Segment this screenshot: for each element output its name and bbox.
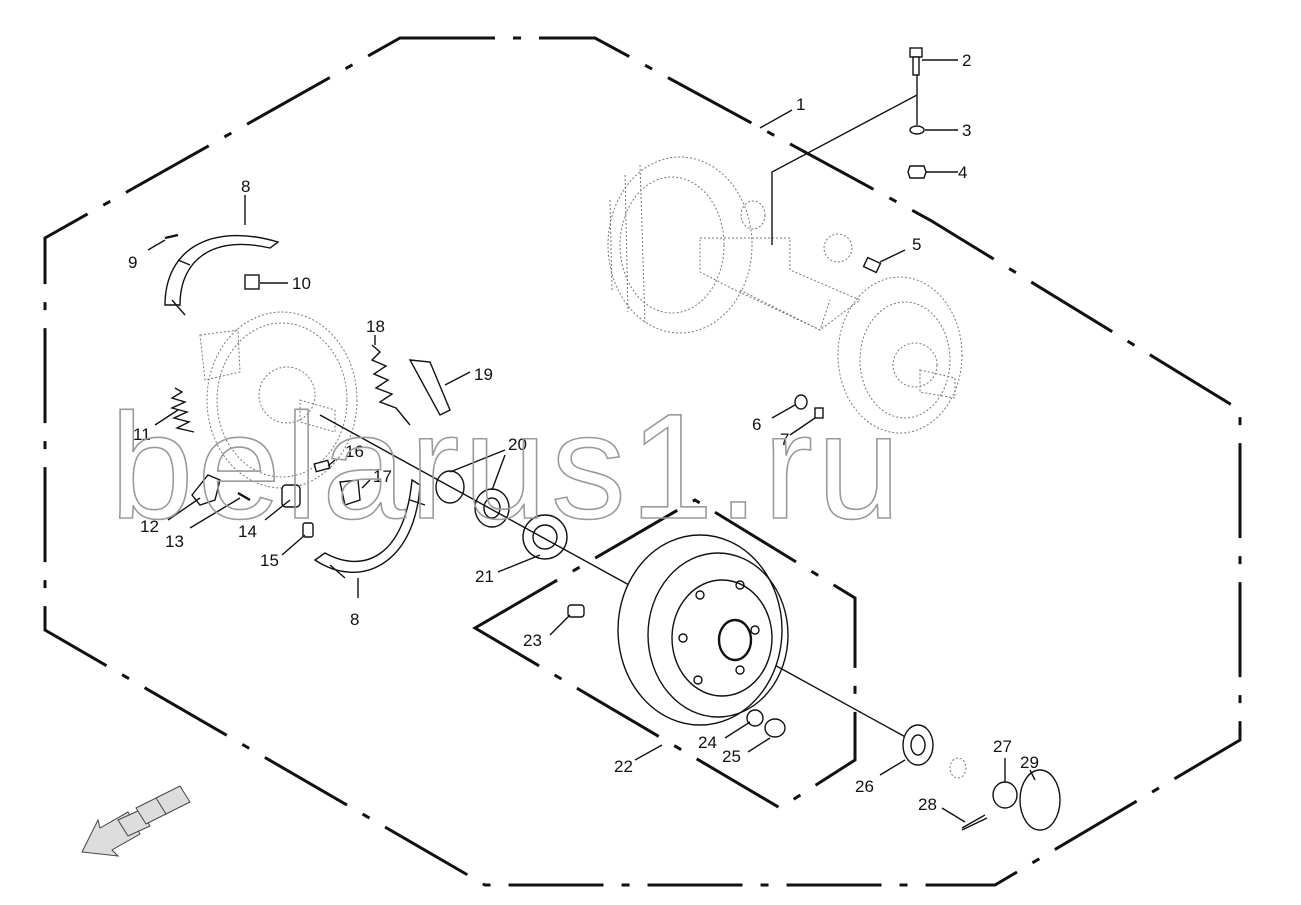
callout-16: 16: [345, 442, 364, 461]
callout-4: 4: [958, 163, 967, 182]
callout-29: 29: [1020, 753, 1039, 772]
callout-18: 18: [366, 317, 385, 336]
cotter-pin-part-28: [961, 814, 988, 831]
axle-assembly: [607, 156, 963, 434]
callout-25: 25: [722, 747, 741, 766]
nut-part-27: [992, 781, 1018, 809]
callout-21: 21: [475, 567, 494, 586]
watermark: belarus1.ru: [110, 382, 904, 550]
hub-cap-part-29: [1019, 769, 1061, 831]
callout-1: 1: [796, 95, 805, 114]
leader-lines: [147, 59, 1036, 823]
callout-15: 15: [260, 551, 279, 570]
washer-part-3: [909, 125, 925, 135]
callout-26: 26: [855, 777, 874, 796]
spring-part-18: [370, 344, 411, 426]
nut-part-4: [907, 165, 927, 179]
callout-11: 11: [133, 425, 151, 444]
callout-9: 9: [128, 253, 137, 272]
callout-23: 23: [523, 631, 542, 650]
lever-part-12: [191, 474, 221, 506]
callout-7: 7: [780, 430, 789, 449]
callout-numbers: 1 2 3 4 5 6 7 8 8 9 10 11 12 13 14 15 16…: [128, 51, 1039, 814]
callout-8-lower: 8: [350, 610, 359, 629]
callout-19: 19: [474, 365, 493, 384]
callout-8-upper: 8: [241, 177, 250, 196]
callout-20: 20: [508, 435, 527, 454]
washer-part-24: [746, 709, 764, 727]
callout-27: 27: [993, 737, 1012, 756]
callout-14: 14: [238, 522, 257, 541]
stud-part-23: [567, 604, 585, 618]
callout-13: 13: [165, 532, 184, 551]
bracket-part-17: [339, 479, 361, 506]
cylinder-part-14: [281, 484, 301, 508]
callout-2: 2: [962, 51, 971, 70]
adjuster-lever-part-19: [408, 359, 451, 416]
adjuster-part-16: [313, 459, 331, 473]
callout-5: 5: [912, 235, 921, 254]
bolt-part-2: [909, 47, 923, 76]
pin-part-9: [164, 233, 179, 240]
callout-17: 17: [373, 467, 392, 486]
brake-shoe-part-8-lower: [313, 478, 426, 579]
bearing-part-26: [902, 724, 934, 766]
direction-arrow-icon: [81, 785, 191, 857]
screw-part-15: [302, 522, 314, 538]
callout-12: 12: [140, 517, 159, 536]
nut-part-25: [764, 718, 786, 738]
bearing-part-21: [522, 514, 568, 560]
callout-3: 3: [962, 121, 971, 140]
callout-24: 24: [698, 733, 717, 752]
plug-part-5: [862, 256, 882, 274]
pin-part-13: [237, 491, 251, 502]
washer-part-6: [794, 394, 808, 410]
spring-part-11: [169, 387, 195, 433]
callout-6: 6: [752, 415, 761, 434]
wheel-boundary: [472, 498, 857, 810]
callout-10: 10: [292, 274, 311, 293]
fitting-part-7: [814, 407, 824, 419]
wheel-drum-part-22: [617, 534, 789, 726]
callout-28: 28: [918, 795, 937, 814]
callout-22: 22: [614, 757, 633, 776]
assembly-boundary: [43, 36, 1242, 887]
clip-part-10: [244, 274, 260, 290]
brake-shoe-part-8-upper: [164, 234, 280, 316]
